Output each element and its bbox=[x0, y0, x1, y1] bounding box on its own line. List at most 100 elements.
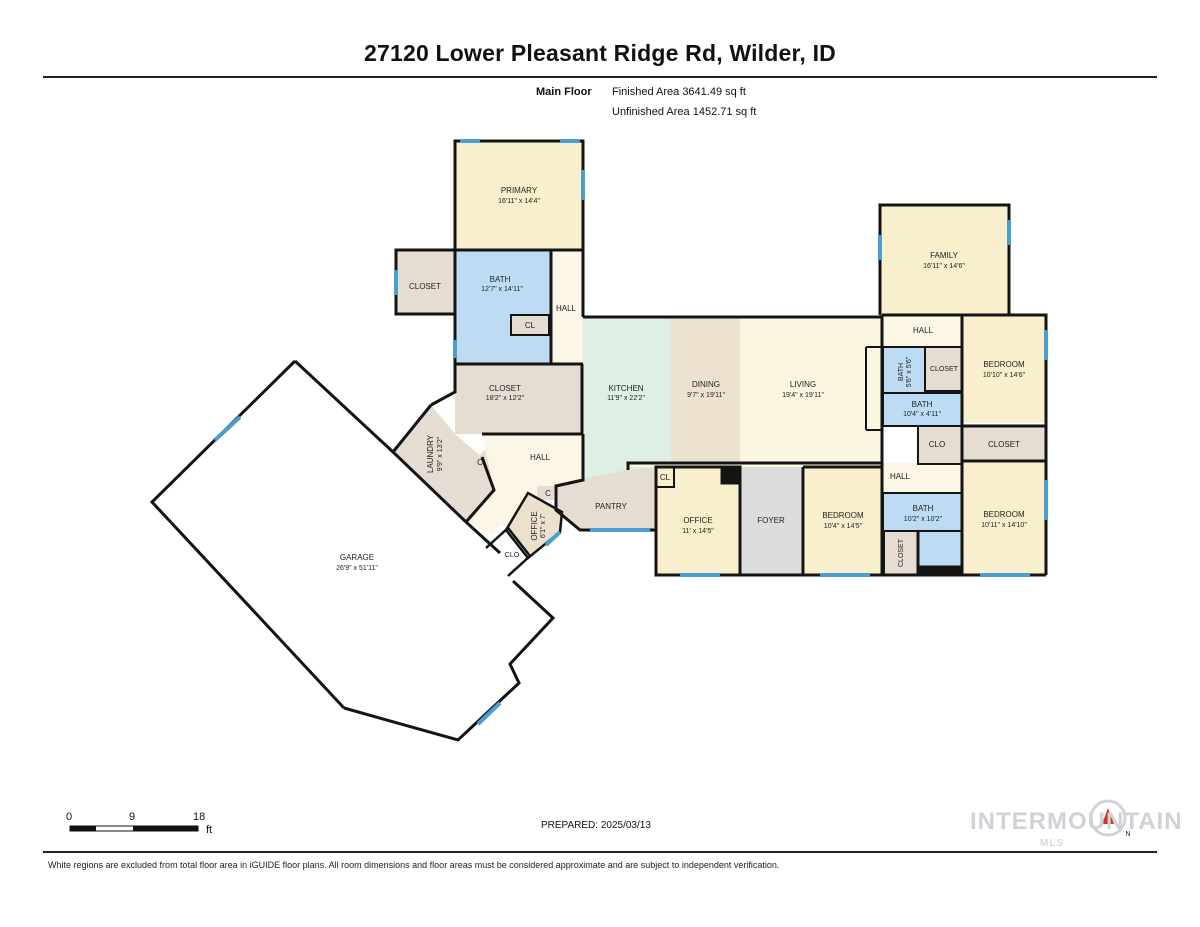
c-laundry-label: C bbox=[477, 458, 483, 467]
family-room[interactable] bbox=[880, 205, 1009, 315]
hall-east-room[interactable] bbox=[882, 315, 962, 347]
bath-primary-room[interactable] bbox=[455, 250, 551, 364]
closet-main-dims: 18'2" x 12'2" bbox=[486, 395, 525, 402]
closet-primary-room[interactable] bbox=[396, 250, 455, 314]
dining-dims: 9'7" x 19'11" bbox=[687, 392, 725, 399]
bedroom-ne-room[interactable] bbox=[962, 315, 1046, 423]
footer-rule bbox=[43, 851, 1157, 853]
laundry-room[interactable] bbox=[393, 405, 494, 522]
closet-east-room[interactable] bbox=[962, 426, 1046, 461]
closet-east-label: CLOSET bbox=[988, 440, 1020, 449]
hall-se-label: HALL bbox=[890, 472, 911, 481]
scale-bar: 0 9 18 ft bbox=[66, 811, 212, 836]
header-rule bbox=[43, 76, 1157, 78]
pantry-room[interactable] bbox=[556, 467, 656, 530]
dining-label: DINING bbox=[692, 380, 720, 389]
office-room[interactable] bbox=[656, 467, 740, 575]
footer-disclaimer: White regions are excluded from total fl… bbox=[48, 860, 780, 870]
garage-outline bbox=[152, 361, 553, 740]
unfinished-area: Unfinished Area 1452.71 sq ft bbox=[612, 106, 757, 118]
kitchen-label: KITCHEN bbox=[608, 384, 643, 393]
primary-dims: 16'11" x 14'4" bbox=[498, 198, 540, 205]
hall-se-room[interactable] bbox=[882, 463, 962, 493]
bedroom-se-room[interactable] bbox=[962, 463, 1046, 575]
bedroom-mid-dims: 10'4" x 14'5" bbox=[824, 523, 863, 530]
bath-se-dims: 10'2" x 10'2" bbox=[904, 516, 943, 523]
foyer-room[interactable] bbox=[740, 467, 803, 575]
walls bbox=[149, 139, 1048, 742]
scale-unit: ft bbox=[206, 824, 212, 836]
compass-icon: N bbox=[1089, 799, 1131, 838]
dining-room[interactable] bbox=[671, 317, 740, 463]
cl-office-label: CL bbox=[660, 473, 671, 482]
bath-mid-label: BATH bbox=[912, 400, 933, 409]
bath-primary-label: BATH bbox=[490, 275, 511, 284]
hall-east-label: HALL bbox=[913, 326, 934, 335]
clo-east-label: CLO bbox=[929, 440, 945, 449]
finished-area: Finished Area 3641.49 sq ft bbox=[612, 86, 746, 98]
kitchen-room[interactable] bbox=[583, 317, 671, 480]
room-fills bbox=[393, 141, 1046, 576]
closet-se-label: CLOSET bbox=[898, 538, 905, 567]
living-dims: 19'4" x 19'11" bbox=[782, 392, 824, 399]
bath-mid-room[interactable] bbox=[883, 393, 962, 426]
c-office-label: C bbox=[545, 489, 551, 498]
clo-garage-label: CLO bbox=[505, 552, 520, 559]
bath-mid-dims: 10'4" x 4'11" bbox=[903, 411, 941, 418]
hall-primary-room[interactable] bbox=[551, 250, 583, 364]
living-lower-room[interactable] bbox=[628, 463, 882, 467]
c-office-room[interactable] bbox=[537, 486, 554, 500]
office-dims: 11' x 14'5" bbox=[682, 528, 714, 535]
clo-east-room[interactable] bbox=[918, 426, 962, 464]
hall-primary-label: HALL bbox=[556, 304, 577, 313]
hall-mid-room[interactable] bbox=[466, 434, 582, 536]
bath-se-lower-room[interactable] bbox=[918, 531, 962, 567]
plan-title: 27120 Lower Pleasant Ridge Rd, Wilder, I… bbox=[364, 40, 836, 66]
closet-main-room[interactable] bbox=[455, 364, 582, 434]
bedroom-ne-label: BEDROOM bbox=[983, 360, 1025, 369]
primary-label: PRIMARY bbox=[501, 186, 538, 195]
bedroom-mid-room[interactable] bbox=[805, 467, 882, 575]
scale-tick-18: 18 bbox=[193, 811, 205, 823]
office-label: OFFICE bbox=[683, 516, 712, 525]
office-small-dims: 6'1" x 7' bbox=[540, 514, 547, 538]
garage-dims: 26'9" x 51'11" bbox=[336, 565, 378, 572]
bedroom-se-label: BEDROOM bbox=[983, 510, 1025, 519]
compass-label: N bbox=[1125, 831, 1130, 838]
closet-se-room[interactable] bbox=[884, 531, 918, 575]
garage-label: GARAGE bbox=[340, 553, 374, 562]
family-dims: 16'11" x 14'6" bbox=[923, 263, 965, 270]
windows bbox=[213, 139, 1048, 726]
office-small-label: OFFICE bbox=[530, 511, 539, 540]
room-labels: PRIMARY 16'11" x 14'4" CLOSET BATH 12'7"… bbox=[336, 186, 1027, 572]
kitchen-dims: 11'9" x 22'2" bbox=[607, 395, 645, 402]
bedroom-se-dims: 10'11" x 14'10" bbox=[981, 522, 1027, 529]
family-label: FAMILY bbox=[930, 251, 959, 260]
bath-small-label: BATH bbox=[898, 363, 905, 381]
bath-small-dims: 5'6" x 5'6" bbox=[906, 356, 913, 387]
bath-se-room[interactable] bbox=[883, 493, 962, 531]
bath-primary-dims: 12'7" x 14'11" bbox=[481, 286, 523, 293]
floor-label: Main Floor bbox=[536, 86, 592, 98]
foyer-label: FOYER bbox=[757, 516, 785, 525]
bedroom-mid-label: BEDROOM bbox=[822, 511, 864, 520]
primary-room[interactable] bbox=[455, 141, 583, 250]
scale-tick-0: 0 bbox=[66, 811, 72, 823]
brand-watermark: INTERMOUNTAIN bbox=[970, 808, 1183, 835]
closet-small-label: CLOSET bbox=[930, 366, 959, 373]
bath-se-label: BATH bbox=[913, 504, 934, 513]
bedroom-ne-dims: 10'10" x 14'6" bbox=[983, 372, 1026, 379]
prepared-date: PREPARED: 2025/03/13 bbox=[541, 820, 651, 831]
pantry-label: PANTRY bbox=[595, 502, 627, 511]
laundry-label: LAUNDRY bbox=[426, 434, 435, 473]
living-label: LIVING bbox=[790, 380, 816, 389]
laundry-dims: 9'9" x 13'2" bbox=[437, 436, 444, 471]
scale-tick-9: 9 bbox=[129, 811, 135, 823]
cl-primary-room[interactable] bbox=[511, 315, 549, 335]
closet-main-label: CLOSET bbox=[489, 384, 521, 393]
living-room[interactable] bbox=[740, 317, 882, 463]
closet-small-room[interactable] bbox=[925, 347, 962, 391]
bath-small-room[interactable] bbox=[883, 347, 925, 393]
closet-primary-label: CLOSET bbox=[409, 282, 441, 291]
